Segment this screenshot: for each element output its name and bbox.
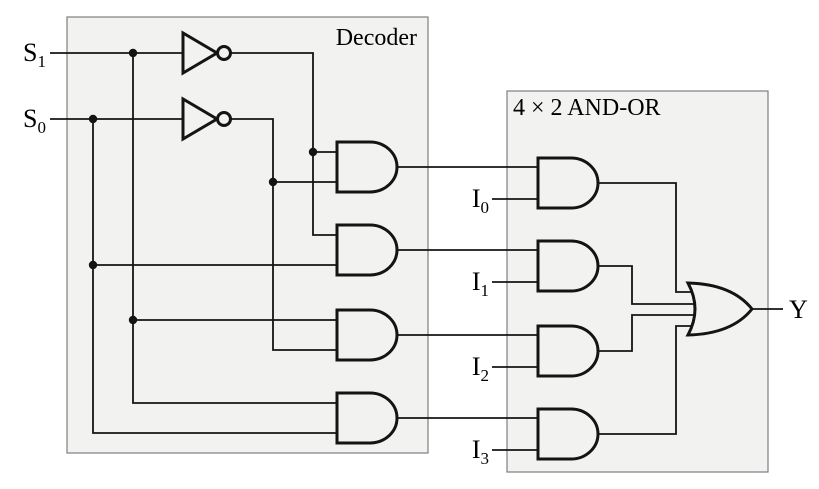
label-s0-base: S [23, 104, 37, 133]
label-s1-base: S [23, 38, 37, 67]
label-i1: I1 [472, 267, 489, 300]
inverter-bubble [216, 45, 232, 61]
junction-dot-s1 [128, 48, 138, 58]
label-i2-sub: 2 [481, 366, 490, 385]
label-i3-base: I [472, 435, 481, 464]
wire-not-s0-output [230, 118, 337, 351]
wire-and-i3-to-or [598, 325, 701, 435]
label-i0-sub: 0 [481, 198, 490, 217]
wire-not-s1-output [230, 52, 337, 236]
wire-s1-branch [132, 53, 337, 404]
label-i2-base: I [472, 352, 481, 381]
label-i3: I3 [472, 435, 489, 468]
label-i3-sub: 3 [481, 449, 490, 468]
and-or-box-title-text: 4 × 2 AND-OR [513, 95, 661, 121]
junction-dot-s1-and3 [128, 315, 138, 325]
not-gate-s0 [181, 96, 232, 142]
and-gate-i1 [536, 239, 600, 293]
and-gate-i0 [536, 156, 600, 210]
inverter-triangle [181, 96, 220, 142]
wire-and-i0-to-or [598, 182, 701, 293]
label-s0-sub: 0 [38, 118, 47, 137]
label-i1-base: I [472, 267, 481, 296]
label-i2: I2 [472, 352, 489, 385]
or-gate [685, 281, 754, 337]
and-or-box-title: 4 × 2 AND-OR [513, 95, 661, 121]
wire-and-i2-to-or [598, 314, 703, 352]
label-i1-sub: 1 [481, 281, 490, 300]
label-s1: S1 [23, 38, 46, 71]
junction-dot-s0-and2 [88, 260, 98, 270]
junction-dot-not-s1 [308, 147, 318, 157]
label-y: Y [789, 295, 808, 324]
label-y-base: Y [789, 295, 808, 324]
and-gate-decoder-2 [335, 223, 399, 277]
label-s1-sub: 1 [38, 52, 47, 71]
inverter-triangle [181, 30, 220, 76]
decoder-box-title-text: Decoder [336, 25, 417, 51]
not-gate-s1 [181, 30, 232, 76]
inverter-bubble [216, 111, 232, 127]
wire-and-i1-to-or [598, 265, 703, 305]
and-gate-decoder-1 [335, 140, 399, 194]
label-s0: S0 [23, 104, 46, 137]
and-gate-decoder-3 [335, 308, 399, 362]
junction-dot-not-s0 [268, 177, 278, 187]
and-gate-decoder-4 [335, 391, 399, 445]
junction-dot-s0 [88, 114, 98, 124]
and-gate-i3 [536, 407, 600, 461]
label-i0-base: I [472, 184, 481, 213]
label-i0: I0 [472, 184, 489, 217]
decoder-box-title: Decoder [336, 25, 417, 51]
wire-s0-branch [92, 119, 337, 434]
and-gate-i2 [536, 324, 600, 378]
